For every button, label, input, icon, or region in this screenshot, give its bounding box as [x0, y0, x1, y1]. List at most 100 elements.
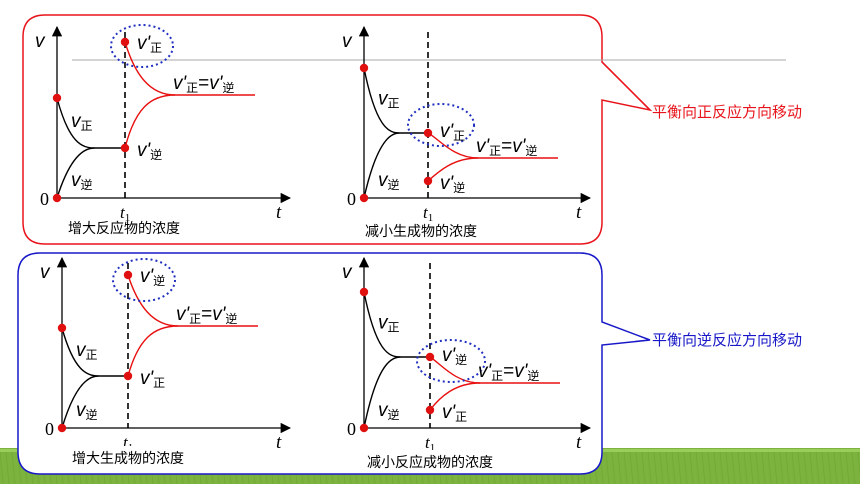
t1-label: t1	[423, 203, 433, 224]
top-caption: 平衡向正反应方向移动	[652, 103, 802, 121]
eq-left-symbol: v'	[478, 361, 493, 382]
grass-blade	[815, 451, 820, 484]
label-vprime-low-subscript: 逆	[453, 180, 465, 195]
grass-blade	[767, 451, 772, 484]
y-axis-label: v	[342, 262, 353, 283]
label-vprime-high: v'正	[440, 121, 465, 143]
origin-label: 0	[347, 419, 356, 439]
label-vprime-low: v'逆	[440, 173, 465, 195]
grass-blade	[701, 451, 706, 484]
eq-sign: =	[201, 304, 212, 325]
highlight-ellipse-icon	[407, 103, 475, 147]
label-vprime-low-subscript: 正	[153, 376, 165, 390]
chart-title-bl: 增大生成物的浓度	[72, 450, 184, 466]
grass-blade	[737, 451, 742, 484]
label-v-forward-symbol: v	[378, 313, 389, 334]
label-vprime-low-symbol: v'	[442, 402, 457, 423]
equilibrium-equation: v'正=v'逆	[173, 73, 234, 95]
eq-left-subscript: 正	[489, 144, 501, 158]
top-callout-border	[22, 14, 653, 245]
title-bg-bl	[70, 446, 210, 468]
eq-left-symbol: v'	[173, 73, 188, 94]
grass-blade	[653, 451, 658, 484]
label-v-forward-symbol: v	[71, 111, 82, 132]
top-callout-pointer	[601, 61, 651, 111]
point-initial-reverse	[359, 423, 369, 433]
label-v-reverse: v逆	[378, 170, 400, 192]
t1-subscript: 1	[125, 212, 131, 224]
grass-blade	[743, 451, 748, 484]
label-v-reverse-symbol: v	[76, 400, 87, 421]
t1-subscript: 1	[430, 442, 436, 454]
grass-blade	[5, 451, 10, 484]
origin-label: 0	[40, 189, 49, 209]
point-after-high	[423, 128, 433, 138]
label-vprime-high: v'逆	[140, 266, 165, 288]
label-vprime-high: v'逆	[442, 345, 467, 367]
grass-blade	[755, 451, 760, 484]
highlight-ellipse-icon	[416, 339, 486, 383]
label-vprime-low: v'正	[140, 368, 165, 390]
new-low-rate-curve	[124, 94, 176, 149]
origin-label: 0	[347, 189, 356, 209]
grass-blade	[845, 451, 850, 484]
grass-blade	[611, 451, 616, 484]
label-v-forward: v正	[378, 89, 400, 111]
top-callout: 平衡向正反应方向移动	[22, 14, 802, 245]
t1-symbol: t	[120, 203, 126, 222]
point-initial-reverse	[359, 193, 369, 203]
grass-blade	[707, 451, 712, 484]
grass-blade	[839, 451, 844, 484]
grass-blade	[11, 451, 16, 484]
label-v-forward: v正	[378, 313, 400, 335]
grass-blade	[731, 451, 736, 484]
t1-symbol: t	[123, 433, 129, 452]
x-axis-label: t	[576, 202, 582, 223]
grass-blade	[821, 451, 826, 484]
label-vprime-high-symbol: v'	[137, 33, 152, 54]
label-v-forward-symbol: v	[378, 89, 389, 110]
point-initial-forward	[57, 323, 67, 333]
equilibrium-equation: v'正=v'逆	[476, 136, 537, 158]
eq-right-symbol: v'	[212, 304, 227, 325]
grass-blade	[0, 451, 4, 484]
eq-sign: =	[198, 73, 209, 94]
y-axis-label: v	[40, 262, 51, 283]
eq-left-symbol: v'	[176, 304, 191, 325]
label-vprime-high: v'正	[137, 33, 162, 55]
highlight-ellipse-icon	[112, 258, 176, 302]
label-vprime-low-symbol: v'	[137, 140, 152, 161]
label-vprime-low-subscript: 逆	[150, 147, 162, 162]
t1-symbol: t	[423, 203, 429, 222]
grass-blade	[683, 451, 688, 484]
equilibrium-equation: v'正=v'逆	[176, 304, 237, 326]
point-initial-forward	[359, 63, 369, 73]
grass-blade	[749, 451, 754, 484]
t1-symbol: t	[425, 433, 431, 452]
grass-blade	[647, 451, 652, 484]
label-vprime-low: v'逆	[137, 140, 162, 162]
grass-blade	[797, 451, 802, 484]
label-vprime-low-symbol: v'	[440, 173, 455, 194]
grass-blade	[641, 451, 646, 484]
label-v-reverse-subscript: 逆	[388, 177, 400, 192]
label-vprime-high-symbol: v'	[442, 345, 457, 366]
label-vprime-high-symbol: v'	[440, 121, 455, 142]
label-vprime-high-subscript: 正	[150, 41, 162, 55]
label-v-reverse-symbol: v	[378, 400, 389, 421]
bottom-callout-border	[17, 252, 651, 475]
point-after-high	[120, 37, 130, 47]
eq-right-subscript: 逆	[222, 80, 234, 95]
bottom-callout: 平衡向逆反应方向移动	[17, 252, 802, 475]
new-low-rate-curve	[127, 325, 179, 377]
label-v-reverse-subscript: 逆	[388, 407, 400, 422]
grass-blade	[689, 451, 694, 484]
grass-blade	[761, 451, 766, 484]
grass-blade	[629, 451, 634, 484]
point-initial-forward	[52, 93, 62, 103]
t1-label: t1	[425, 433, 435, 454]
